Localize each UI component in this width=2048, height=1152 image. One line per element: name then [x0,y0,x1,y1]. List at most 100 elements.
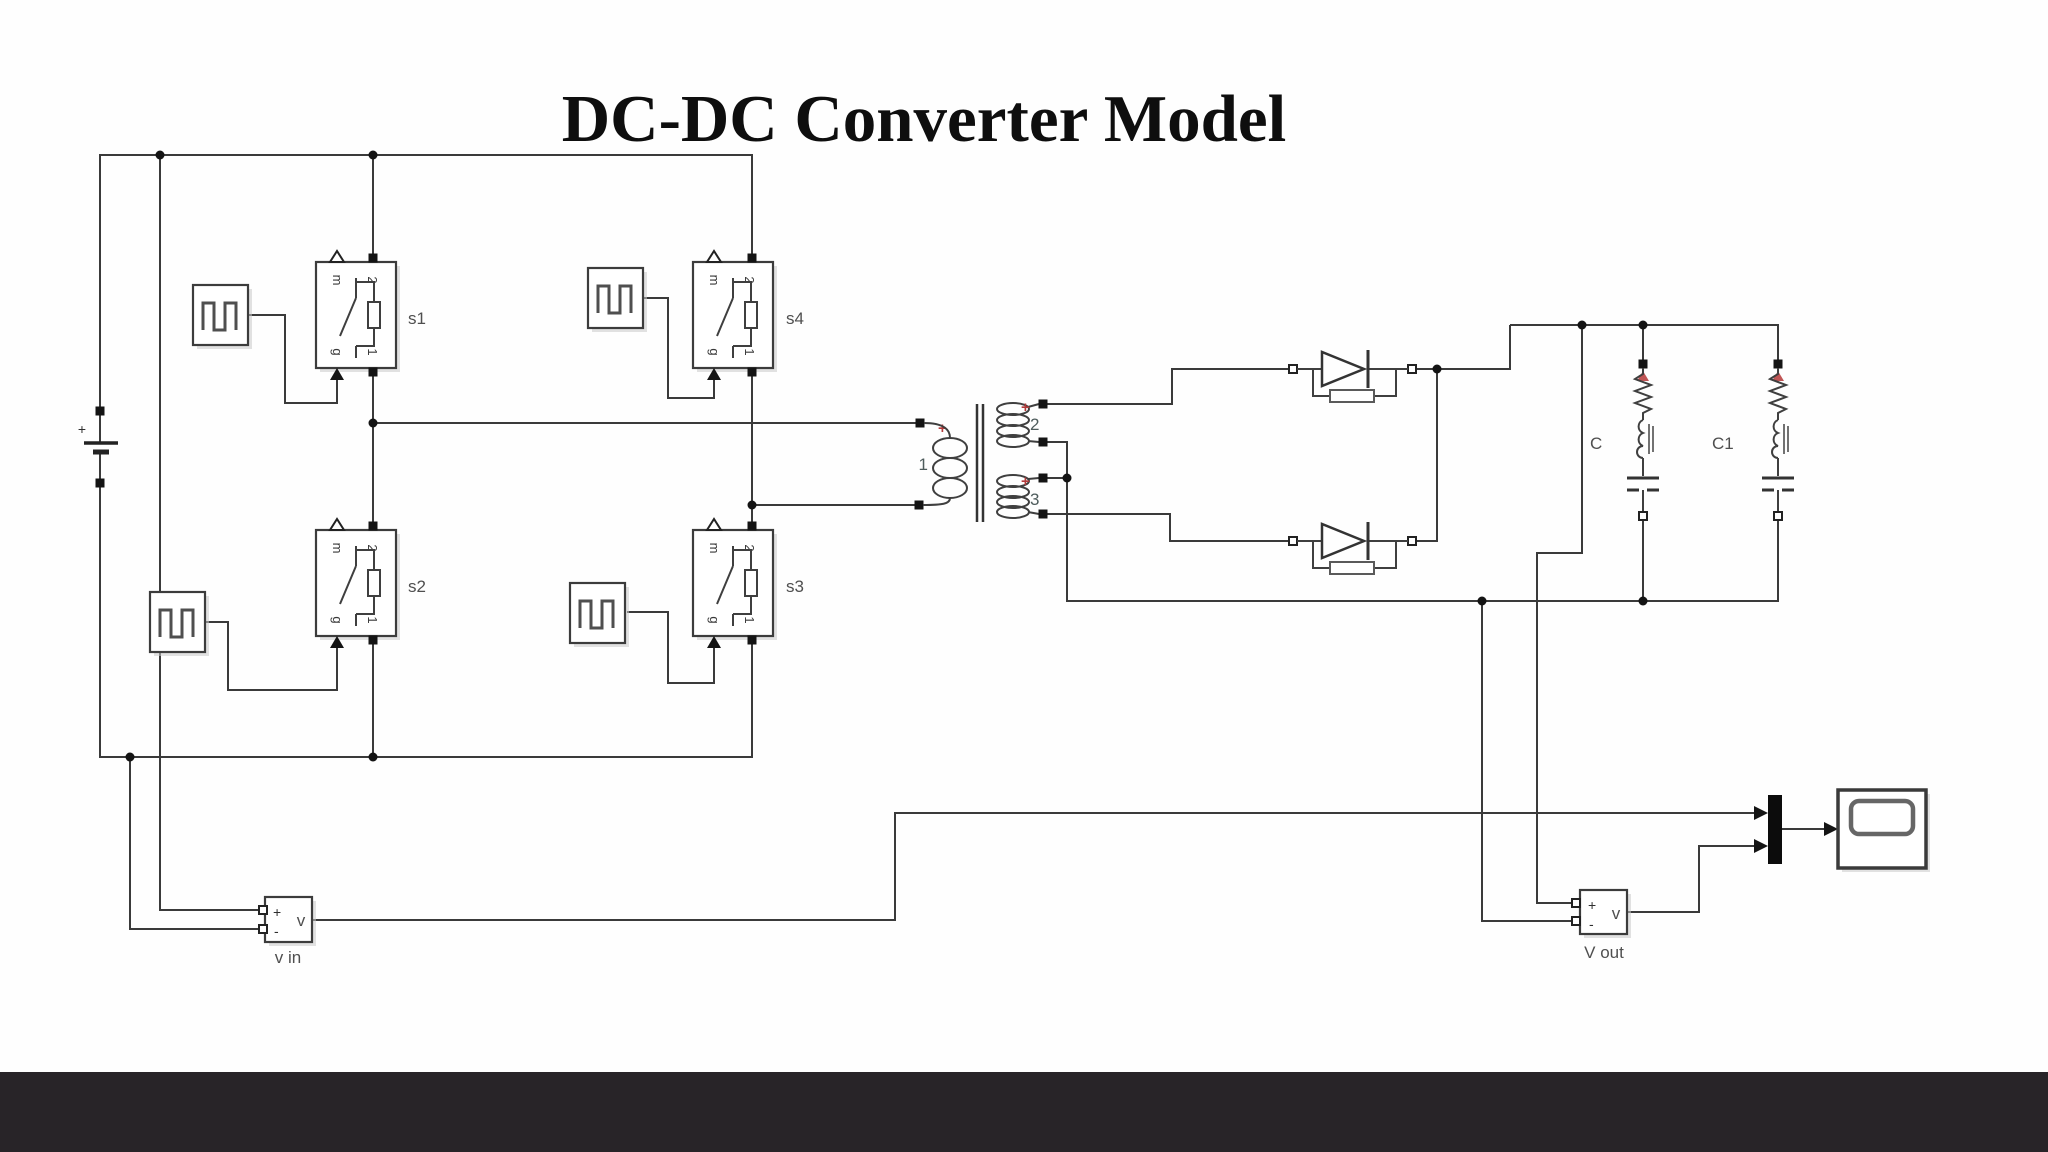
switch-label: s2 [408,577,426,596]
junction-dot [368,150,378,160]
vin-plus-glyph: + [273,904,281,920]
branch-top-port [1638,359,1648,369]
pulse-generator-3[interactable] [568,581,629,647]
branch-polarity-arrow-icon [1637,371,1649,381]
port-label-g: g [707,348,722,355]
switch-block-s3[interactable]: m 2 g 1 s3 [691,517,804,648]
gate-wire-s1 [248,314,338,404]
pulse-generator-4[interactable] [586,266,647,332]
gate-wire-s3 [627,611,715,684]
port-label-m: m [330,275,345,286]
secondary-b-coil-icon [996,485,1030,499]
vout-label: V out [1584,943,1624,962]
diode-anode-port [1288,364,1298,374]
vin-minus-tap-wire [129,757,259,930]
switch-block-s2[interactable]: m 2 g 1 s2 [314,517,426,648]
vout-measurement-block[interactable]: + - v V out [1571,888,1631,962]
output-top-rail-wire [1510,324,1779,360]
meas-arrow-icon [705,249,723,263]
secondary-a-minus-port [1038,437,1048,447]
primary-plus-port [915,418,925,428]
secondary-a-plus-port [1038,399,1048,409]
pulse-wave-icon [158,608,195,639]
mux-input2-arrow-icon [1754,839,1768,853]
port-2 [747,521,757,531]
source-port [95,406,105,416]
diode-cathode-port [1407,364,1417,374]
gate-arrow-icon [707,636,721,648]
branch-top-port [1773,359,1783,369]
snubber-leads [1312,369,1397,397]
switch-symbol-icon [716,546,752,626]
port-label-2: 2 [365,276,380,283]
switch-label: s1 [408,309,426,328]
vin-measurement-block[interactable]: + - v v in [258,895,316,967]
dc-bus-top-wire [99,154,753,443]
switch-block-s1[interactable]: m 2 g 1 s1 [314,249,426,380]
gate-arrow-icon [330,368,344,380]
dc-bus-bottom-wire [99,452,753,758]
junction-dot [1638,320,1648,330]
pulse-generator-2[interactable] [148,590,209,656]
primary-lead [922,497,951,506]
junction-dot [1432,364,1442,374]
port-label-m: m [707,543,722,554]
snubber-resistor-icon [1329,389,1375,403]
port-label-1: 1 [365,348,380,355]
port-label-2: 2 [742,544,757,551]
branch-polarity-arrow-icon [1772,371,1784,381]
primary-lead [923,422,951,439]
vin-signal-wire [312,812,1754,921]
vin-minus-glyph: - [274,923,279,939]
linear-transformer[interactable]: + 1 + 2 + 3 [914,399,1048,522]
port-label-m: m [330,543,345,554]
vin-label: v in [275,948,301,967]
secondary-b-minus-wire [1047,513,1289,542]
block-body [568,581,627,645]
vout-minus-wire [1481,601,1572,922]
block-body [148,590,207,654]
dc-voltage-source[interactable]: + [78,406,118,488]
mux[interactable] [1768,795,1782,864]
switch-label: s4 [786,309,804,328]
scope-input-arrow-icon [1824,822,1838,836]
vout-out-glyph: v [1612,904,1621,923]
diode-upper[interactable] [1288,350,1417,403]
source-port [95,478,105,488]
diode-triangle-icon [1320,522,1368,560]
secondary-b-coil-icon [996,495,1030,509]
winding-1-label: 1 [919,455,928,474]
junction-dots [125,150,1648,762]
port-label-1: 1 [742,616,757,623]
junction-dot [155,150,165,160]
meas-arrow-icon [328,517,346,531]
pulse-wave-icon [201,301,238,332]
secondary-b-plus-port [1038,473,1048,483]
diode-lower[interactable] [1288,522,1417,575]
pulse-generator-1[interactable] [191,283,252,349]
scope-block[interactable] [1836,788,1930,872]
switch-symbol-icon [716,278,752,358]
branch-label: C1 [1712,434,1734,453]
rlc-branch-c1[interactable]: C1 [1712,359,1794,521]
port-1 [368,635,378,645]
meas-arrow-icon [705,517,723,531]
vin-out-glyph: v [297,911,306,930]
footer-bar [0,1072,2048,1152]
port-2 [368,521,378,531]
switch-resistor-icon [744,301,758,329]
vout-plus-glyph: + [1588,897,1596,913]
block-body [263,895,314,944]
model-title: DC-DC Converter Model [562,82,1286,156]
rlc-branch-c[interactable]: C [1590,359,1659,521]
gate-arrow-icon [707,368,721,380]
switch-block-s4[interactable]: m 2 g 1 s4 [691,249,804,380]
meas-arrow-icon [328,249,346,263]
port-1 [368,367,378,377]
switch-resistor-icon [744,569,758,597]
junction-dot [125,752,135,762]
secondary-a-plus-wire [1047,368,1289,405]
junction-dot [1577,320,1587,330]
